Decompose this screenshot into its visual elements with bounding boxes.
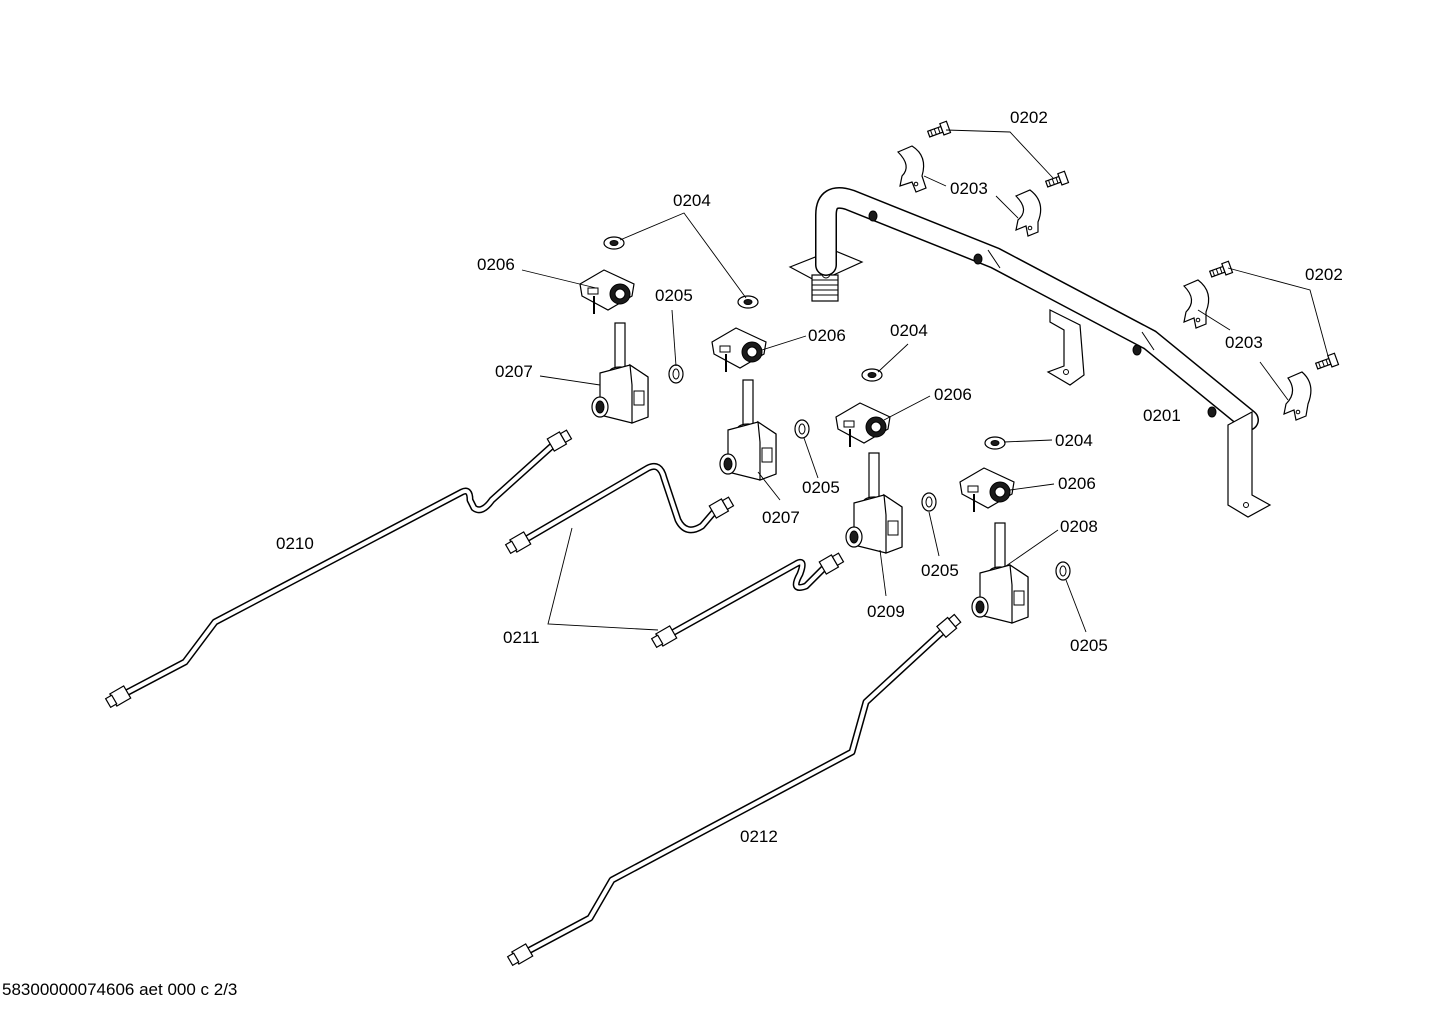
valve-clip-0206-a: [579, 269, 635, 314]
clamp-0203-b: [1014, 189, 1042, 237]
label-0206: 0206: [934, 385, 972, 404]
gas-valve-0207-a: [591, 322, 649, 424]
manifold-seam: [987, 249, 1001, 269]
label-0206: 0206: [477, 255, 515, 274]
manifold-hole: [1207, 406, 1217, 418]
part-labels: 0202 0202 0203 0203 0204 0204 0204 0205 …: [276, 108, 1343, 846]
label-0205: 0205: [655, 286, 693, 305]
label-0209: 0209: [867, 602, 905, 621]
manifold-hole: [868, 210, 878, 222]
gas-pipe-0210: [104, 429, 573, 709]
label-0203: 0203: [950, 179, 988, 198]
screw-0202-a: [926, 120, 952, 138]
label-0202: 0202: [1010, 108, 1048, 127]
gas-valve-0208: [971, 522, 1029, 624]
middle-bracket: [1046, 309, 1085, 386]
screw-0202-d: [1314, 352, 1340, 370]
document-id: 58300000074606 aet 000 c 2/3: [2, 980, 238, 999]
seal-ring-0205-a: [668, 364, 684, 384]
gas-valve-0207-b: [719, 379, 777, 481]
gas-manifold-0201: [788, 186, 1272, 518]
clamp-0203-c: [1182, 279, 1210, 329]
label-0206: 0206: [1058, 474, 1096, 493]
valve-clip-0206-c: [835, 402, 891, 447]
seal-ring-0205-b: [794, 419, 810, 439]
valve-clip-0206-b: [711, 327, 767, 372]
leader-lines: [521, 129, 1329, 633]
washer-0204-a: [603, 236, 625, 250]
end-bracket: [1227, 410, 1272, 518]
label-0205: 0205: [802, 478, 840, 497]
label-0210: 0210: [276, 534, 314, 553]
washer-0204-d: [984, 436, 1006, 450]
clamp-0203-d: [1283, 371, 1312, 421]
manifold-tube-fill: [816, 188, 1258, 430]
gas-valve-0209: [845, 452, 903, 554]
clamp-0203-a: [896, 145, 927, 193]
manifold-seam: [1141, 331, 1155, 351]
gas-pipe-0212: [506, 613, 962, 967]
label-0207: 0207: [495, 362, 533, 381]
label-0204: 0204: [890, 321, 928, 340]
label-0208: 0208: [1060, 517, 1098, 536]
manifold-hole: [973, 253, 983, 265]
label-0204: 0204: [1055, 431, 1093, 450]
label-0206: 0206: [808, 326, 846, 345]
label-0211: 0211: [503, 628, 540, 647]
label-0203: 0203: [1225, 333, 1263, 352]
label-0204: 0204: [673, 191, 711, 210]
label-0201: 0201: [1143, 406, 1181, 425]
manifold-hole: [1132, 344, 1142, 356]
seal-ring-0205-d: [1055, 561, 1071, 581]
label-0205: 0205: [921, 561, 959, 580]
seal-ring-0205-c: [921, 492, 937, 512]
valve-clip-0206-d: [959, 467, 1015, 512]
washer-0204-c: [861, 368, 883, 382]
label-0212: 0212: [740, 827, 778, 846]
label-0202: 0202: [1305, 265, 1343, 284]
gas-pipe-0211-lower: [650, 552, 845, 649]
screw-0202-b: [1044, 170, 1070, 188]
label-0205: 0205: [1070, 636, 1108, 655]
washer-0204-b: [737, 295, 759, 309]
gas-pipe-0211-upper: [504, 462, 735, 555]
screw-0202-c: [1208, 260, 1234, 278]
label-0207: 0207: [762, 508, 800, 527]
